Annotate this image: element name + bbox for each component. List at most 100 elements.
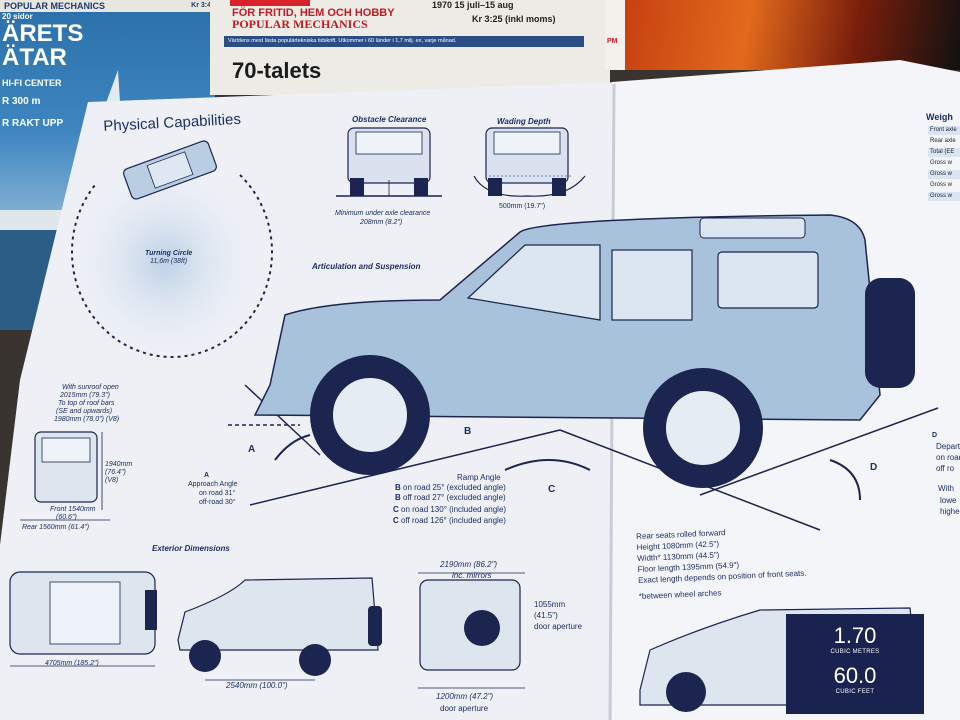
departure-line: Depart bbox=[936, 442, 960, 451]
track-rear: Rear 1560mm (61.4") bbox=[22, 524, 90, 531]
ramp-row: C off road 126° (included angle) bbox=[393, 516, 506, 526]
height-note: 1980mm (78.0") (V8) bbox=[54, 416, 120, 423]
cargo-feet-label: CUBIC FEET bbox=[835, 689, 875, 695]
door-height: door aperture bbox=[534, 622, 583, 631]
width-mirrors: 2190mm (86.2") bbox=[440, 560, 498, 569]
turning-circle-label: Turning Circle bbox=[145, 250, 193, 257]
ramp-key: B bbox=[395, 493, 401, 502]
magazine-subline-bar: Världens mest lästa populärtekniska tids… bbox=[224, 36, 584, 47]
height-side: 1940mm bbox=[105, 461, 133, 468]
with-note: lowe bbox=[940, 496, 957, 505]
masthead-text: POPULAR MECHANICS bbox=[4, 1, 106, 11]
cargo-volume-box: 1.70 CUBIC METRES 60.0 CUBIC FEET bbox=[786, 614, 924, 714]
track-front: (60.6") bbox=[56, 514, 77, 521]
approach-letter: A bbox=[204, 472, 210, 479]
articulation-title: Articulation and Suspension bbox=[312, 262, 421, 271]
background-magazine-center: 1970 15 juli–15 aug FÖR FRITID, HEM OCH … bbox=[210, 0, 610, 95]
main-vehicle-sideview bbox=[228, 214, 939, 531]
height-note: To top of roof bars bbox=[58, 400, 115, 407]
magazine-spine: PM bbox=[605, 0, 625, 70]
ramp-text: on road 25° (excluded angle) bbox=[400, 483, 506, 492]
cover-line: R 300 m bbox=[2, 96, 41, 107]
approach-line: Approach Angle bbox=[188, 481, 238, 488]
door-height: (41.5") bbox=[534, 611, 558, 620]
marker-a: A bbox=[248, 444, 256, 455]
turning-circle-shade bbox=[65, 157, 265, 367]
wading-value: 500mm (19.7") bbox=[499, 203, 546, 210]
ramp-key: C bbox=[393, 516, 399, 525]
turning-car-topview bbox=[123, 140, 217, 200]
ramp-key: B bbox=[395, 483, 401, 492]
cargo-metres: 1.70 bbox=[833, 623, 877, 648]
obstacle-clearance-car bbox=[336, 127, 442, 197]
cover-line: R RAKT UPP bbox=[2, 118, 64, 129]
cargo-metres-label: CUBIC METRES bbox=[830, 649, 880, 655]
weight-row: Total (EE bbox=[930, 149, 955, 155]
turning-circle-value: 11,6m (38ft) bbox=[150, 258, 188, 265]
spine-text: PM bbox=[607, 38, 618, 45]
height-note: 2015mm (79.3") bbox=[60, 392, 110, 399]
magazine-headline: 70-talets bbox=[232, 58, 322, 83]
wading-title: Wading Depth bbox=[497, 117, 551, 126]
door-width: 1200mm (47.2") bbox=[436, 692, 494, 701]
height-side: (76.4") bbox=[105, 469, 126, 476]
weight-row: Gross w bbox=[930, 193, 953, 199]
weight-row: Gross w bbox=[930, 160, 953, 166]
height-side: (V8) bbox=[105, 477, 119, 484]
obstacle-value: 208mm (8.2") bbox=[360, 219, 403, 226]
cover-line: HI-FI CENTER bbox=[2, 78, 62, 88]
ramp-text: on road 130° (included angle) bbox=[398, 505, 507, 514]
exterior-topview-car bbox=[9, 571, 157, 667]
magazine-subline: Världens mest lästa populärtekniska tids… bbox=[228, 38, 457, 44]
weight-row: Gross w bbox=[930, 171, 953, 177]
ramp-key: C bbox=[393, 505, 399, 514]
obstacle-caption: Minimum under axle clearance bbox=[335, 210, 431, 217]
ramp-text: off road 126° (included angle) bbox=[398, 516, 506, 525]
ramp-row: B on road 25° (excluded angle) bbox=[395, 483, 506, 493]
door-height: 1055mm bbox=[534, 600, 566, 609]
background-magazine-right: PM bbox=[605, 0, 960, 70]
weights-title: Weigh bbox=[926, 112, 953, 122]
approach-line: on road 31° bbox=[199, 490, 236, 497]
with-note: highe bbox=[940, 507, 960, 516]
track-front: Front 1540mm bbox=[50, 506, 96, 513]
marker-b: B bbox=[464, 426, 472, 437]
red-logo-bar bbox=[230, 0, 310, 6]
width-mirrors: inc. mirrors bbox=[452, 571, 492, 580]
weight-row: Rear axle bbox=[930, 138, 956, 144]
wheelbase-label: 2540mm (100.0") bbox=[226, 681, 288, 690]
ramp-row: B off road 27° (excluded angle) bbox=[395, 493, 506, 503]
magazine-price: Kr 3:4 bbox=[191, 2, 211, 9]
obstacle-title: Obstacle Clearance bbox=[352, 115, 427, 124]
door-width: door aperture bbox=[440, 704, 489, 713]
marker-d: D bbox=[870, 462, 878, 473]
weight-row: Front axle bbox=[930, 127, 957, 133]
magazine-date: 1970 15 juli–15 aug bbox=[432, 0, 514, 10]
cargo-feet: 60.0 bbox=[833, 663, 877, 688]
ramp-text: off road 27° (excluded angle) bbox=[400, 493, 506, 502]
ramp-title: Ramp Angle bbox=[457, 473, 501, 482]
height-note: (SE and upwards) bbox=[56, 408, 113, 415]
approach-line: off-road 30° bbox=[199, 499, 236, 506]
wading-depth-car bbox=[473, 127, 586, 197]
magazine-masthead: POPULAR MECHANICS bbox=[232, 17, 368, 31]
departure-line: off ro bbox=[936, 464, 955, 473]
cover-line: ÄRETS bbox=[2, 20, 84, 47]
front-height-view bbox=[20, 431, 110, 521]
ramp-row: C on road 130° (included angle) bbox=[393, 505, 506, 515]
height-note: With sunroof open bbox=[62, 384, 119, 391]
cover-line: 20 sidor bbox=[2, 12, 33, 21]
magazine-tagline: FÖR FRITID, HEM OCH HOBBY bbox=[232, 7, 395, 19]
exterior-sideview-car bbox=[177, 577, 382, 681]
weight-row: Gross w bbox=[930, 182, 953, 188]
cover-line: ÄTAR bbox=[2, 44, 67, 71]
magazine-masthead: POPULAR MECHANICS Kr 3:4 bbox=[0, 0, 215, 12]
departure-line: on road bbox=[936, 453, 960, 462]
with-note: With bbox=[938, 484, 954, 493]
marker-c: C bbox=[548, 484, 556, 495]
length-label: 4705mm (185.2") bbox=[45, 660, 99, 667]
exterior-rearview-car bbox=[418, 572, 525, 689]
departure-letter: D bbox=[932, 432, 938, 439]
exterior-title: Exterior Dimensions bbox=[152, 544, 230, 553]
